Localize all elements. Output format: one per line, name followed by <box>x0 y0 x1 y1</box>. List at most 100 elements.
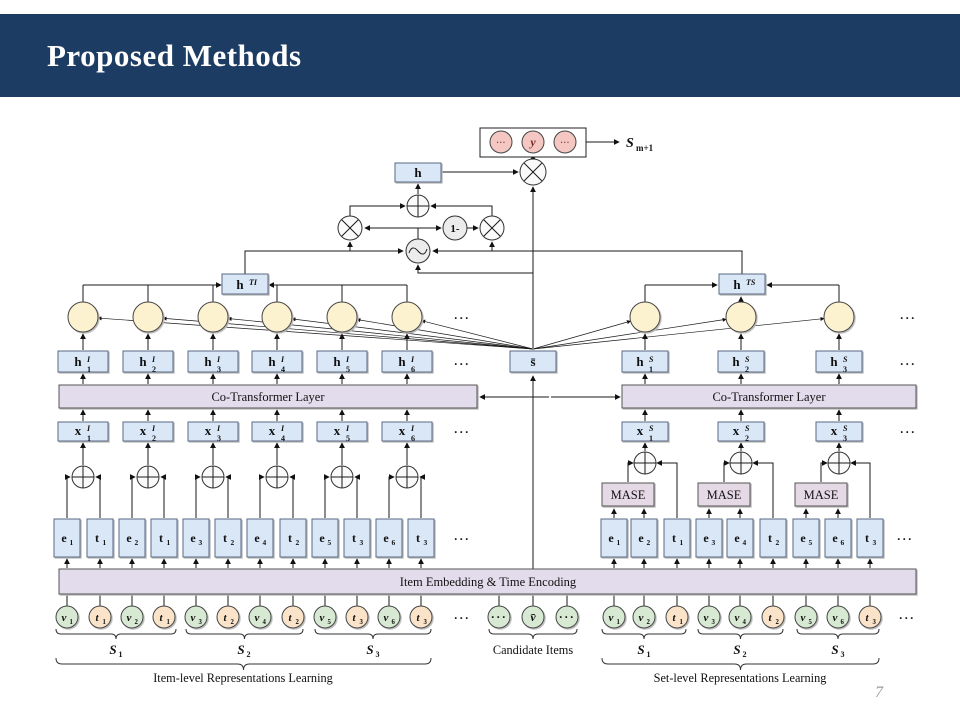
brace <box>55 657 432 671</box>
svg-text:h: h <box>830 354 838 369</box>
h-final-label: h <box>414 165 422 180</box>
svg-text:h: h <box>398 354 406 369</box>
svg-text:1: 1 <box>617 619 621 626</box>
input-item-circle <box>55 605 79 629</box>
connector <box>419 474 426 518</box>
brace <box>601 657 880 671</box>
svg-text:e: e <box>832 531 838 545</box>
svg-text:5: 5 <box>328 619 332 626</box>
input-item-circle <box>313 605 337 629</box>
mase-label: MASE <box>611 488 646 502</box>
svg-text:t: t <box>768 612 772 624</box>
svg-text:t: t <box>865 531 869 545</box>
h-item-box <box>251 350 303 373</box>
brace <box>601 628 687 640</box>
svg-text:x: x <box>637 423 644 438</box>
svg-text:2: 2 <box>135 538 139 547</box>
h-ts-box <box>718 273 766 295</box>
svg-text:3: 3 <box>199 538 203 547</box>
svg-text:t: t <box>672 531 676 545</box>
ellipsis: ··· <box>900 311 917 325</box>
svg-text:e: e <box>703 531 709 545</box>
embedding-box <box>663 518 691 558</box>
s-bar-label: s̄ <box>530 354 535 369</box>
input-item-circle <box>632 605 656 629</box>
diagram-nodes <box>53 127 917 629</box>
svg-text:2: 2 <box>647 538 651 547</box>
svg-text:x: x <box>140 423 147 438</box>
svg-text:t: t <box>95 531 99 545</box>
add-gate-icon <box>265 465 289 489</box>
svg-text:S: S <box>745 424 750 433</box>
svg-text:S: S <box>745 355 750 364</box>
sigmoid-gate-icon <box>405 238 431 264</box>
attention-circle <box>67 301 99 333</box>
svg-text:1: 1 <box>103 538 107 547</box>
multiply-gate-icon <box>337 215 363 241</box>
embedding-box <box>279 518 307 558</box>
embedding-box <box>824 518 852 558</box>
connector <box>129 474 136 518</box>
svg-text:1: 1 <box>649 434 653 443</box>
svg-text:x: x <box>75 423 82 438</box>
svg-text:6: 6 <box>411 365 415 374</box>
svg-text:I: I <box>151 355 156 364</box>
embedding-bar-label: Item Embedding & Time Encoding <box>400 575 577 589</box>
embedding-box <box>407 518 435 558</box>
input-time-circle <box>152 605 176 629</box>
embedding-box <box>726 518 754 558</box>
slide-title: Proposed Methods <box>47 37 302 73</box>
svg-text:5: 5 <box>346 365 350 374</box>
input-item-circle <box>120 605 144 629</box>
svg-text:2: 2 <box>231 619 235 626</box>
svg-text:1: 1 <box>680 619 684 626</box>
connector <box>354 474 361 518</box>
embedding-box <box>150 518 178 558</box>
svg-text:v: v <box>255 612 260 624</box>
svg-text:x: x <box>399 423 406 438</box>
x-set-box <box>815 421 863 442</box>
cotransformer-bar-set <box>621 384 917 409</box>
page-number: 7 <box>875 684 884 701</box>
input-item-circle <box>728 605 752 629</box>
svg-text:I: I <box>280 355 285 364</box>
connector <box>432 248 743 274</box>
svg-text:x: x <box>269 423 276 438</box>
svg-text:2: 2 <box>776 619 780 626</box>
mase-label: MASE <box>707 488 742 502</box>
connector <box>415 264 533 274</box>
svg-text:e: e <box>190 531 196 545</box>
x-item-box <box>251 421 303 442</box>
set-level-caption: Set-level Representations Learning <box>654 671 827 685</box>
svg-text:h: h <box>268 354 276 369</box>
ellipsis: ··· <box>454 611 471 625</box>
embedding-box <box>118 518 146 558</box>
svg-text:t: t <box>159 531 163 545</box>
svg-text:t: t <box>865 612 869 624</box>
svg-text:2: 2 <box>647 619 651 626</box>
prediction-circle-label: y <box>528 135 536 149</box>
